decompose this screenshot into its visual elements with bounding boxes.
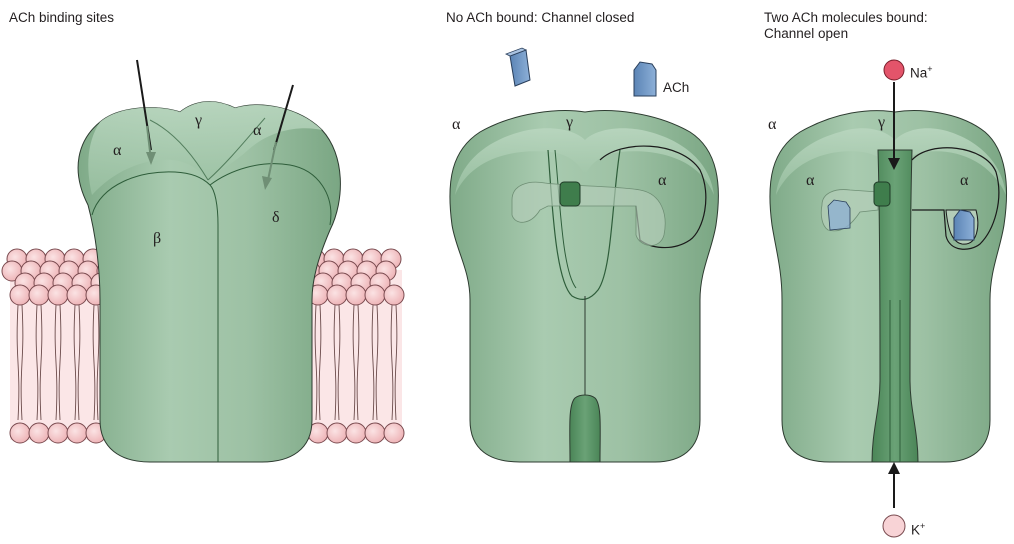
subunit-alpha-inner: α bbox=[658, 173, 666, 189]
lipid-head bbox=[29, 423, 49, 443]
ach-molecule-floating bbox=[506, 48, 530, 86]
subunit-alpha-outer: α bbox=[452, 117, 460, 133]
subunit-beta: β bbox=[153, 231, 161, 247]
ach-molecule-bound-left bbox=[828, 200, 850, 230]
ach-label: ACh bbox=[663, 80, 689, 95]
lipid-head bbox=[384, 285, 404, 305]
subunit-delta: δ bbox=[272, 210, 280, 226]
subunit-alpha-outer: α bbox=[768, 117, 776, 133]
lipid-head bbox=[10, 423, 30, 443]
subunit-alpha-left: α bbox=[806, 173, 814, 189]
receptor-binding-sites bbox=[78, 60, 340, 462]
subunit-gamma: γ bbox=[878, 115, 885, 131]
lipid-head bbox=[327, 423, 347, 443]
lipid-head bbox=[346, 423, 366, 443]
lipid-head bbox=[67, 285, 87, 305]
lipid-head bbox=[365, 285, 385, 305]
ach-molecule-bound-right bbox=[954, 210, 974, 240]
subunit-gamma: γ bbox=[195, 113, 202, 129]
sodium-label: Na+ bbox=[910, 62, 933, 81]
lipid-head bbox=[67, 423, 87, 443]
lipid-head bbox=[384, 423, 404, 443]
ach-molecule-labeled bbox=[634, 62, 656, 96]
receptor-closed bbox=[450, 111, 719, 462]
lipid-head bbox=[48, 423, 68, 443]
lipid-head bbox=[346, 285, 366, 305]
subunit-alpha-right: α bbox=[960, 173, 968, 189]
receptor-open bbox=[770, 111, 1007, 462]
potassium-label: K+ bbox=[911, 519, 925, 538]
potassium-ion bbox=[883, 462, 905, 537]
lipid-head bbox=[48, 285, 68, 305]
lipid-head bbox=[327, 285, 347, 305]
subunit-alpha-right: α bbox=[253, 123, 261, 139]
subunit-gamma: γ bbox=[566, 115, 573, 131]
lipid-head bbox=[365, 423, 385, 443]
lipid-head bbox=[29, 285, 49, 305]
subunit-alpha-left: α bbox=[113, 143, 121, 159]
lipid-head bbox=[10, 285, 30, 305]
